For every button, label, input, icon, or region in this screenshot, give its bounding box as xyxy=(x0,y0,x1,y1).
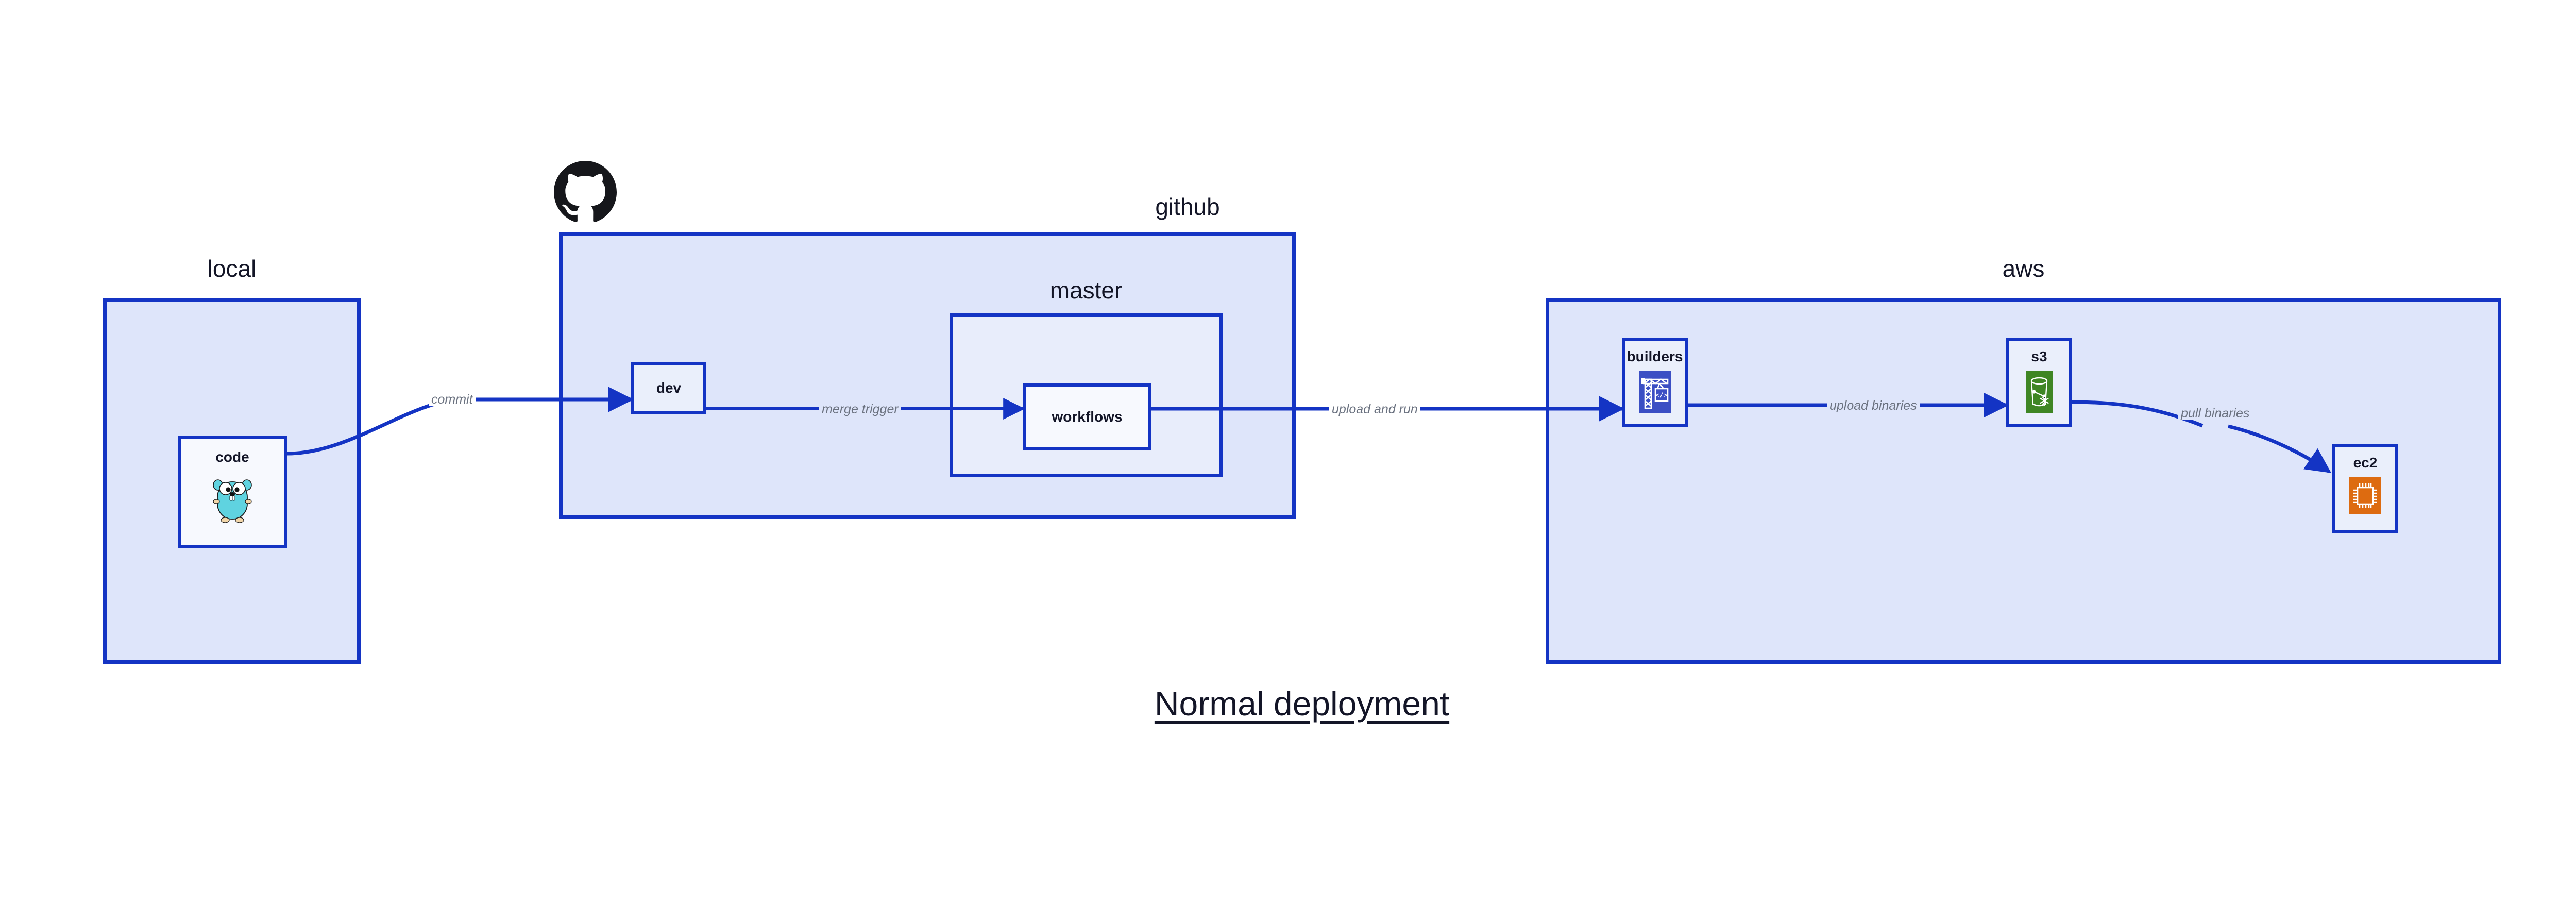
github-octocat-logo-icon xyxy=(554,161,617,224)
cluster-local-label: local xyxy=(207,255,257,282)
node-ec2-label: ec2 xyxy=(2353,455,2378,471)
node-dev-label: dev xyxy=(656,380,682,396)
diagram-title: Normal deployment xyxy=(1154,684,1450,723)
go-gopher-icon xyxy=(209,473,256,529)
node-code-label: code xyxy=(215,449,249,465)
svg-text:</>: </> xyxy=(1655,392,1668,399)
node-workflows-label: workflows xyxy=(1052,409,1123,425)
aws-codebuild-crane-icon: </> xyxy=(1639,371,1671,416)
node-code[interactable]: code xyxy=(178,436,287,548)
edge-label-merge-trigger: merge trigger xyxy=(819,403,901,416)
node-dev[interactable]: dev xyxy=(631,362,706,414)
node-s3-label: s3 xyxy=(2031,348,2047,364)
aws-ec2-chip-icon xyxy=(2349,477,2381,517)
cluster-master-label: master xyxy=(1049,277,1123,304)
node-ec2[interactable]: ec2 xyxy=(2332,444,2398,533)
cluster-aws-label: aws xyxy=(2002,255,2045,282)
node-builders[interactable]: builders </> xyxy=(1622,338,1688,427)
node-s3[interactable]: s3 xyxy=(2006,338,2072,427)
aws-s3-bucket-icon xyxy=(2026,371,2053,416)
edge-label-pull-binaries: pull binaries xyxy=(2178,407,2252,420)
edge-label-upload-binaries: upload binaries xyxy=(1827,399,1920,412)
edge-label-commit: commit xyxy=(429,393,476,406)
edge-label-upload-and-run: upload and run xyxy=(1329,403,1420,416)
cluster-github-label: github xyxy=(1155,193,1220,220)
node-builders-label: builders xyxy=(1626,348,1683,364)
node-workflows[interactable]: workflows xyxy=(1023,383,1151,450)
